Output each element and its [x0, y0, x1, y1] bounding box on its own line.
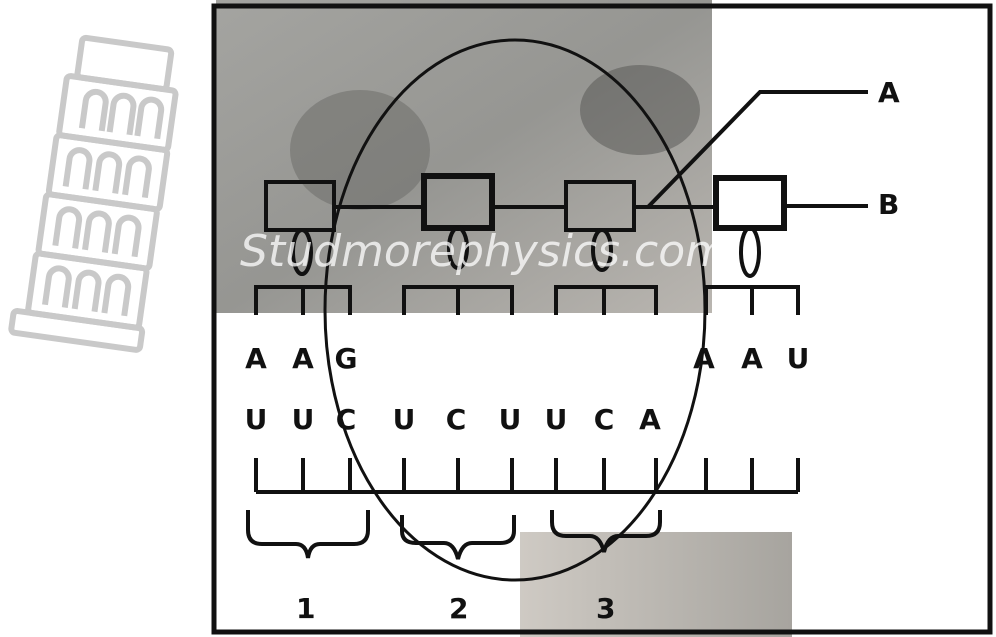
amino-acid-box-2	[421, 173, 495, 231]
amino-acid-box-3	[564, 180, 636, 232]
pointer-line-a	[646, 90, 868, 209]
trna-comb-3	[554, 285, 658, 315]
trna-loop-3	[591, 228, 613, 272]
codon-brace-3	[550, 510, 662, 553]
mrna-base: U	[498, 403, 522, 436]
anticodon-base: G	[334, 342, 358, 375]
trna-loop-4	[739, 226, 761, 278]
anticodon-base: A	[245, 342, 267, 375]
trna-loop-2	[447, 226, 469, 270]
label-b: B	[878, 188, 900, 221]
codon-number: 2	[449, 592, 469, 625]
photo-fragment-bottom	[520, 532, 792, 637]
anticodon-base: A	[741, 342, 763, 375]
trna-loop-1	[291, 228, 313, 276]
mrna-base: U	[291, 403, 315, 436]
mrna-base: A	[639, 403, 661, 436]
codon-brace-1	[246, 510, 370, 559]
mrna-base: U	[244, 403, 268, 436]
amino-acid-box-4	[713, 175, 787, 231]
trna-comb-1	[254, 285, 352, 315]
anticodon-base: A	[292, 342, 314, 375]
trna-comb-4	[704, 285, 800, 315]
trna-comb-2	[402, 285, 514, 315]
codon-number: 3	[596, 592, 616, 625]
label-a: A	[878, 76, 900, 109]
codon-brace-2	[400, 515, 516, 560]
ribosome-ellipse	[323, 38, 707, 582]
anticodon-base: A	[693, 342, 715, 375]
mrna-ticks	[254, 458, 800, 492]
mrna-base: U	[544, 403, 568, 436]
codon-number: 1	[296, 592, 316, 625]
diagram-frame	[211, 3, 993, 635]
anticodon-base: U	[786, 342, 810, 375]
mrna-base: C	[335, 403, 357, 436]
amino-acid-box-1	[264, 180, 336, 232]
photo-ball-shape	[580, 65, 700, 155]
mrna-base: C	[445, 403, 467, 436]
mrna-base: U	[392, 403, 416, 436]
mrna-base: C	[593, 403, 615, 436]
leaning-tower-icon	[8, 34, 179, 353]
